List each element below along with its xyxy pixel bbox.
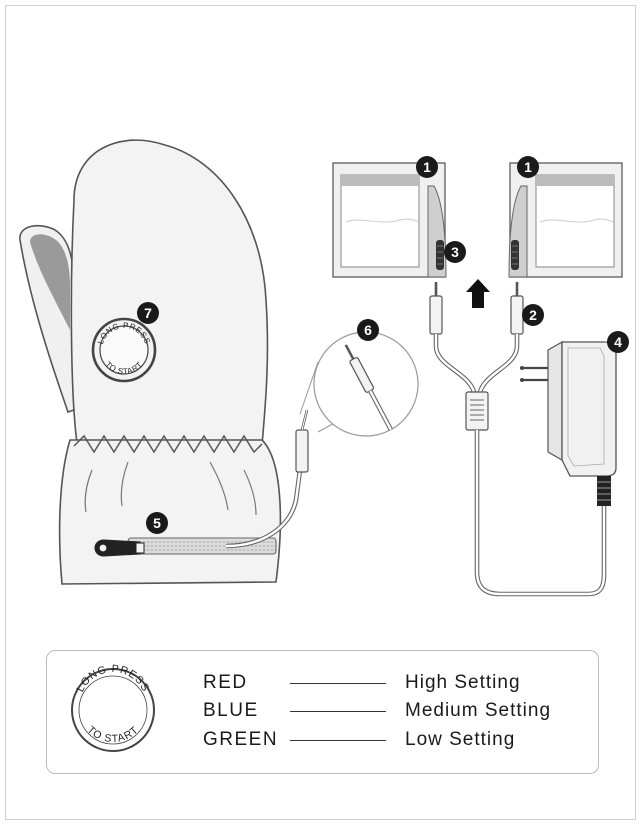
callout-3: 3 xyxy=(444,241,466,263)
mitten-thumb-inner xyxy=(30,234,70,330)
connector-zoom xyxy=(299,331,419,437)
callout-1-left: 1 xyxy=(416,156,438,178)
svg-text:1: 1 xyxy=(524,159,532,175)
svg-text:4: 4 xyxy=(614,334,622,350)
mitten-power-button: LONG PRESS TO START xyxy=(91,317,157,383)
callout-6: 6 xyxy=(357,319,379,341)
legend-connector-line xyxy=(290,711,386,712)
heat-pad-left xyxy=(332,162,447,278)
heat-pad-right xyxy=(508,162,623,278)
legend-row-red: RED High Setting xyxy=(47,670,598,696)
svg-text:1: 1 xyxy=(423,159,431,175)
callout-1-right: 1 xyxy=(517,156,539,178)
legend-color-label: RED xyxy=(203,672,248,693)
legend-row-blue: BLUE Medium Setting xyxy=(47,698,598,724)
power-adapter xyxy=(520,340,617,506)
mitten-cuff xyxy=(58,439,282,585)
svg-text:5: 5 xyxy=(153,515,161,531)
mitten: LONG PRESS TO START xyxy=(19,139,282,585)
legend-setting-label: Low Setting xyxy=(405,729,516,750)
callout-2: 2 xyxy=(522,304,544,326)
mitten-cable xyxy=(225,409,309,549)
legend-setting-label: High Setting xyxy=(405,672,521,693)
svg-text:3: 3 xyxy=(451,244,459,260)
mitten-zigzag xyxy=(73,434,263,454)
svg-text:2: 2 xyxy=(529,307,537,323)
legend-connector-line xyxy=(290,683,386,684)
legend-color-label: GREEN xyxy=(203,729,279,750)
up-arrow-icon xyxy=(466,279,490,308)
svg-text:7: 7 xyxy=(144,305,152,321)
legend-setting-label: Medium Setting xyxy=(405,700,552,721)
zipper-pull xyxy=(94,539,141,557)
legend-color-label: BLUE xyxy=(203,700,259,721)
callout-4: 4 xyxy=(607,331,629,353)
legend-connector-line xyxy=(290,740,386,741)
legend-row-green: GREEN Low Setting xyxy=(47,727,598,753)
callout-5: 5 xyxy=(146,512,168,534)
mitten-upper xyxy=(70,139,269,451)
splitter-cable xyxy=(429,282,607,597)
svg-text:6: 6 xyxy=(364,322,372,338)
legend-box: RED High Setting BLUE Medium Setting GRE… xyxy=(46,650,599,774)
callout-7: 7 xyxy=(137,302,159,324)
